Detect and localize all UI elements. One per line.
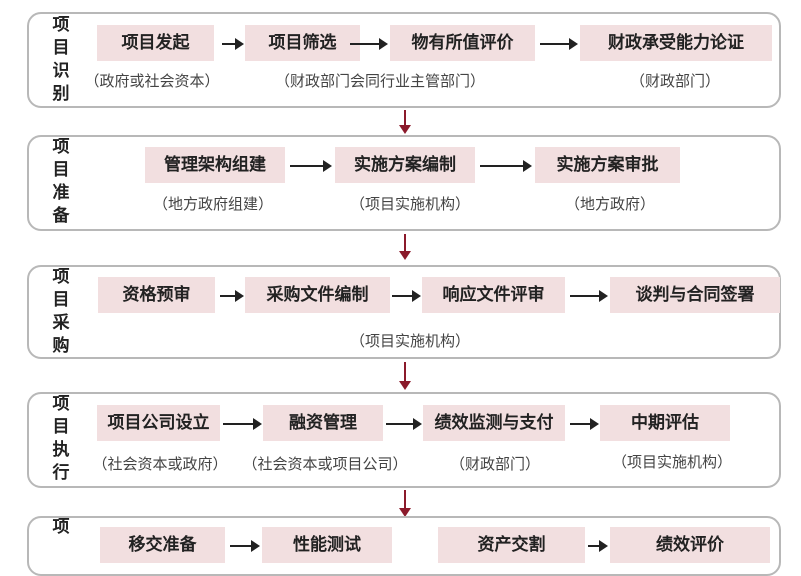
step-note: （地方政府）: [564, 195, 656, 213]
step-box: 响应文件评审: [422, 277, 565, 313]
step-box: 项目公司设立: [97, 405, 220, 441]
arrow-right-icon: [480, 160, 532, 172]
stage-execution: [27, 392, 781, 488]
arrow-down-icon: [399, 490, 411, 517]
arrow-down-icon: [399, 110, 411, 134]
stage-label: 项目识别: [52, 15, 70, 104]
step-note: （财政部门会同行业主管部门）: [274, 72, 486, 90]
stage-label: 项目采购: [52, 267, 70, 356]
step-box: 管理架构组建: [145, 147, 285, 183]
arrow-right-icon: [223, 418, 262, 430]
stage-label: 项目准备: [52, 137, 70, 226]
step-box: 资产交割: [438, 527, 585, 563]
step-note: （项目实施机构）: [349, 195, 471, 213]
step-box: 实施方案审批: [535, 147, 680, 183]
step-note: （财政部门）: [449, 455, 541, 473]
step-note: （财政部门）: [629, 72, 721, 90]
step-box: 资格预审: [98, 277, 215, 313]
arrow-right-icon: [392, 290, 421, 302]
step-note: （地方政府组建）: [152, 195, 274, 213]
arrow-right-icon: [570, 418, 599, 430]
stage-label: 项: [52, 517, 70, 537]
arrow-right-icon: [230, 540, 260, 552]
arrow-right-icon: [540, 38, 578, 50]
step-box: 采购文件编制: [245, 277, 390, 313]
stage-preparation: [27, 135, 781, 231]
step-box: 项目发起: [97, 25, 214, 61]
arrow-right-icon: [350, 38, 388, 50]
step-note: （项目实施机构）: [611, 453, 733, 471]
step-note: （政府或社会资本）: [84, 72, 220, 90]
step-box: 实施方案编制: [335, 147, 475, 183]
step-box: 融资管理: [263, 405, 383, 441]
step-note: （社会资本或政府）: [92, 455, 228, 473]
step-box: 移交准备: [100, 527, 225, 563]
step-note: （项目实施机构）: [349, 332, 471, 350]
arrow-right-icon: [220, 290, 244, 302]
arrow-right-icon: [290, 160, 332, 172]
step-box: 绩效评价: [610, 527, 770, 563]
arrow-down-icon: [399, 362, 411, 390]
arrow-right-icon: [222, 38, 244, 50]
stage-identification: [27, 12, 781, 108]
step-box: 物有所值评价: [390, 25, 535, 61]
arrow-right-icon: [386, 418, 422, 430]
step-box: 中期评估: [600, 405, 730, 441]
step-box: 性能测试: [262, 527, 392, 563]
step-box: 财政承受能力论证: [580, 25, 772, 61]
step-box: 绩效监测与支付: [423, 405, 565, 441]
step-box: 谈判与合同签署: [610, 277, 780, 313]
step-note: （社会资本或项目公司）: [242, 455, 408, 473]
stage-label: 项目执行: [52, 394, 70, 483]
arrow-down-icon: [399, 234, 411, 260]
arrow-right-icon: [570, 290, 608, 302]
step-box: 项目筛选: [245, 25, 360, 61]
arrow-right-icon: [588, 540, 608, 552]
stage-procurement: [27, 265, 781, 359]
